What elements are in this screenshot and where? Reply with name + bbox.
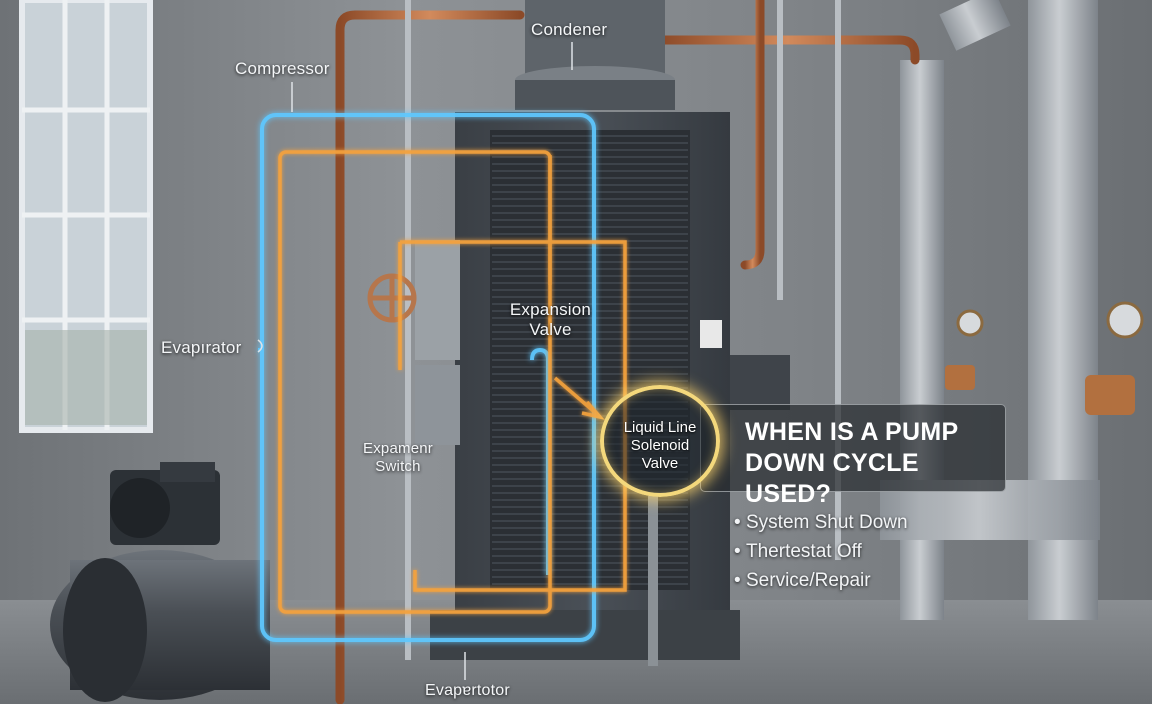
expansion-valve-label: Expansion Valve xyxy=(503,300,598,340)
bullet-icon: • xyxy=(734,541,741,562)
control-boxes xyxy=(415,240,790,445)
condenser-label: Condener xyxy=(531,20,608,39)
list-item: •Thertestat Off xyxy=(734,537,908,566)
evaporator-left-label: Evapırator xyxy=(161,338,242,357)
evaporator-bottom-label: Evapɐrtotor xyxy=(425,682,510,699)
solenoid-valve-highlight-ring: Liquid Line Solenoid Valve xyxy=(600,385,720,497)
compressor-label: Compressor xyxy=(235,59,330,78)
solenoid-valve-label: Liquid Line Solenoid Valve xyxy=(623,419,697,472)
condenser-top xyxy=(515,0,675,110)
pump-down-callout-box: WHEN IS A PUMP DOWN CYCLE USED? xyxy=(700,404,1006,508)
orange-refrigerant-loop xyxy=(278,150,627,614)
pump-down-uses-list: •System Shut Down •Thertestat Off •Servi… xyxy=(734,508,908,595)
bullet-text: Thertestat Off xyxy=(746,541,862,562)
expansion-valve-text: Expansion Valve xyxy=(509,300,592,339)
callout-pole xyxy=(648,496,658,666)
unit-base xyxy=(430,610,740,660)
list-item: •System Shut Down xyxy=(734,508,908,537)
gauges xyxy=(945,301,1144,415)
callout-title: WHEN IS A PUMP DOWN CYCLE USED? xyxy=(745,418,959,508)
valve-wheel xyxy=(367,273,417,323)
list-item: •Service/Repair xyxy=(734,566,908,595)
compressor-tank xyxy=(50,462,270,702)
window xyxy=(19,0,153,433)
bullet-icon: • xyxy=(734,570,741,591)
expansion-switch-label: Expamenr Switch xyxy=(352,440,444,476)
bullet-text: System Shut Down xyxy=(746,512,908,533)
bullet-icon: • xyxy=(734,512,741,533)
label-pointers xyxy=(257,42,573,680)
bullet-text: Service/Repair xyxy=(746,570,871,591)
expansion-switch-text: Expamenr Switch xyxy=(363,440,433,475)
